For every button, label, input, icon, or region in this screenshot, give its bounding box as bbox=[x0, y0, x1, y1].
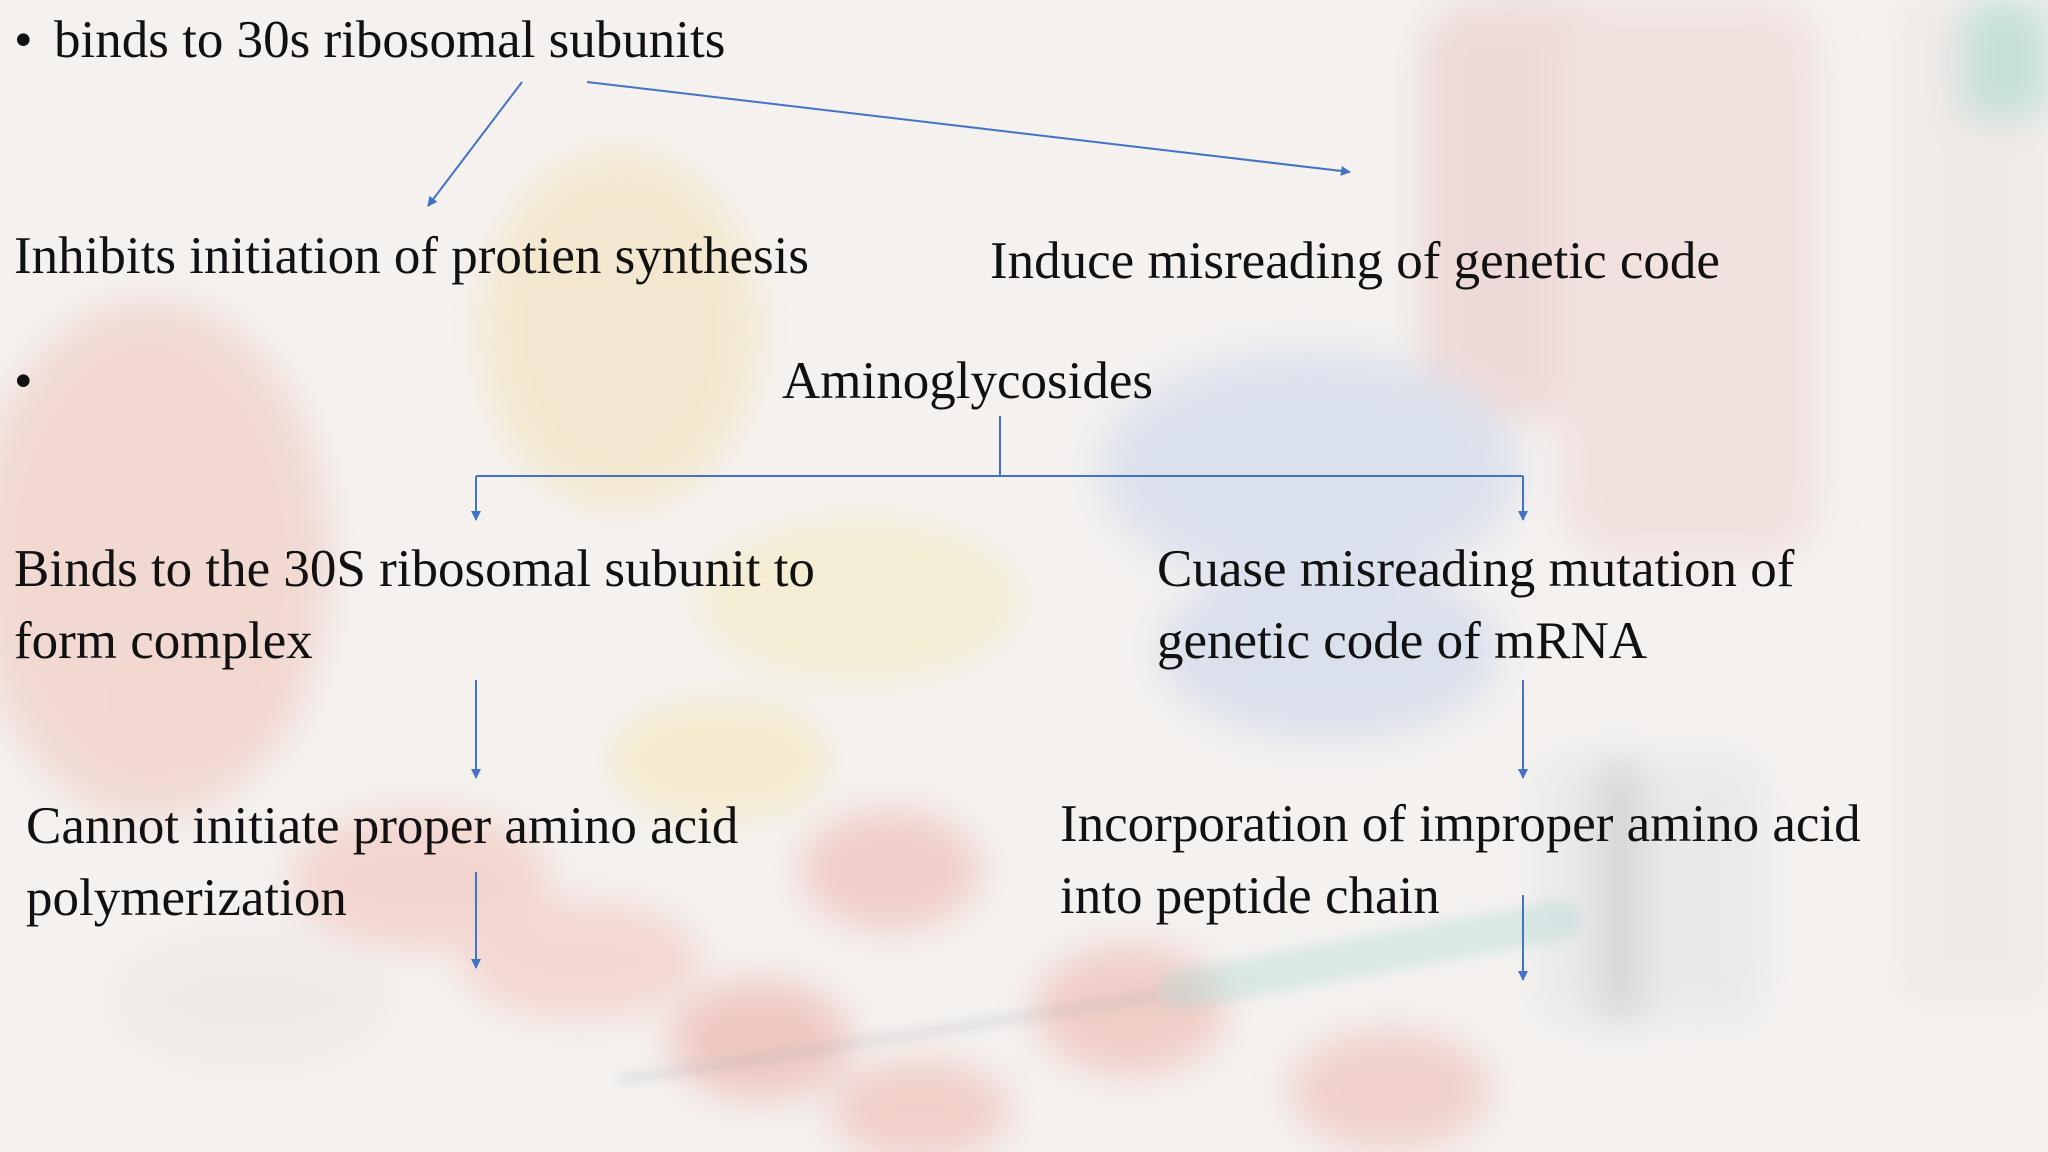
right-branch-line2: genetic code of mRNA bbox=[1157, 612, 1648, 670]
right-branch-line1: Cuase misreading mutation of bbox=[1157, 540, 1795, 598]
bullet-marker-2: • bbox=[14, 352, 33, 410]
ribosome-binding-heading: binds to 30s ribosomal subunits bbox=[54, 11, 726, 69]
left-result-line1: Cannot initiate proper amino acid bbox=[26, 797, 739, 855]
left-branch-line2: form complex bbox=[14, 612, 313, 670]
arrow-to-inhibits-initiation bbox=[427, 81, 523, 207]
left-branch-line1: Binds to the 30S ribosomal subunit to bbox=[14, 540, 815, 598]
effect-inhibits-initiation: Inhibits initiation of protien synthesis bbox=[14, 227, 809, 285]
effect-induce-misreading: Induce misreading of genetic code bbox=[990, 232, 1720, 290]
bullet-marker-1: • bbox=[14, 11, 33, 69]
left-result-line2: polymerization bbox=[26, 869, 347, 927]
right-result-line1: Incorporation of improper amino acid bbox=[1060, 795, 1861, 853]
aminoglycosides-title: Aminoglycosides bbox=[782, 352, 1153, 410]
right-result-line2: into peptide chain bbox=[1060, 867, 1440, 925]
arrow-to-induce-misreading bbox=[586, 81, 1351, 176]
